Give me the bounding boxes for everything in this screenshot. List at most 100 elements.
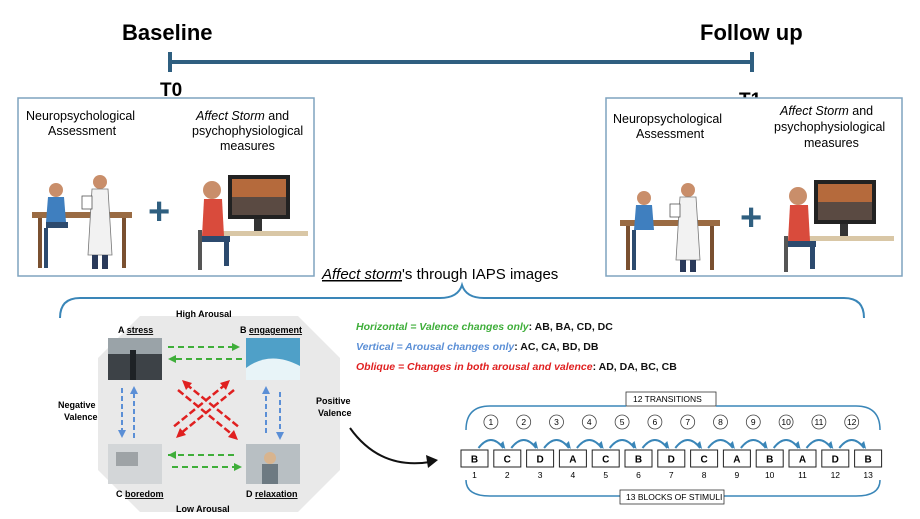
followup-label: Follow up bbox=[700, 20, 803, 45]
affect-label-line2: psychophysiological bbox=[774, 120, 885, 134]
transitions-label: 12 TRANSITIONS bbox=[633, 394, 702, 404]
t0-label: T0 bbox=[160, 80, 182, 101]
stimulus-block-letter: C bbox=[700, 455, 707, 466]
transition-number-circle bbox=[713, 414, 728, 430]
block-number: 11 bbox=[798, 470, 807, 480]
session-panel-t1: Neuropsychological Assessment Affect Sto… bbox=[605, 97, 903, 277]
transition-arc-head bbox=[663, 441, 670, 449]
positive-valence-label-line1: Positive bbox=[316, 396, 351, 406]
transition-arc-head bbox=[696, 441, 703, 449]
transition-number-circle bbox=[680, 414, 696, 430]
affect-storm-title: Affect storm's through IAPS images bbox=[321, 266, 558, 283]
transition-number-circle bbox=[614, 414, 630, 430]
transition-number: 7 bbox=[685, 417, 690, 427]
block-number: 13 bbox=[863, 470, 873, 480]
transition-arc bbox=[641, 439, 669, 449]
transition-number-circle bbox=[647, 414, 663, 430]
block-number: 7 bbox=[669, 470, 674, 480]
affect-storm-title-underlined: Affect storm bbox=[321, 266, 402, 283]
transition-arc-head bbox=[761, 441, 768, 449]
transition-number-circle bbox=[745, 414, 761, 430]
item-d-label: D relaxation bbox=[246, 489, 298, 499]
plus-sign: + bbox=[148, 191, 170, 233]
blocks-label-box bbox=[619, 489, 725, 505]
oblique-arrows bbox=[171, 380, 241, 440]
transition-arc bbox=[740, 439, 767, 449]
block-number: 1 bbox=[472, 470, 477, 480]
negative-valence-label-line1: Negative bbox=[58, 400, 96, 410]
transition-arc bbox=[576, 439, 603, 449]
block-number: 2 bbox=[505, 470, 510, 480]
transition-arc bbox=[674, 439, 701, 449]
stimulus-block-letter: B bbox=[766, 455, 773, 466]
plus-sign: + bbox=[740, 197, 762, 239]
curved-arrow-head bbox=[426, 455, 438, 468]
low-arousal-label: Low Arousal bbox=[176, 504, 230, 514]
computer-user-illustration bbox=[198, 175, 308, 270]
transition-number-circle bbox=[516, 414, 532, 430]
transition-number: 10 bbox=[781, 417, 791, 427]
stimulus-block-letter: B bbox=[635, 455, 642, 466]
transition-arc bbox=[772, 439, 800, 449]
neuro-label-line2: Assessment bbox=[636, 127, 705, 141]
stimuli-sequence: 12 TRANSITIONS 13 BLOCKS OF STIMULI B1C2… bbox=[460, 391, 883, 505]
affect-label-line1: Affect Storm and bbox=[779, 104, 873, 118]
affect-label-line1: Affect Storm and bbox=[195, 109, 289, 123]
transition-number: 12 bbox=[847, 417, 857, 427]
transition-number-circle bbox=[778, 414, 794, 430]
transition-number: 8 bbox=[718, 417, 723, 427]
stimulus-block bbox=[690, 449, 719, 468]
transition-arc bbox=[805, 439, 833, 449]
block-number: 5 bbox=[603, 470, 608, 480]
stimulus-block-letter: C bbox=[504, 455, 511, 466]
neuro-label-line1: Neuropsychological bbox=[26, 109, 135, 123]
horizontal-arrows bbox=[168, 343, 242, 471]
transition-arc bbox=[477, 439, 505, 449]
high-arousal-label: High Arousal bbox=[176, 309, 232, 319]
stimulus-block bbox=[460, 449, 489, 468]
blocks-brace bbox=[465, 479, 881, 497]
positive-valence-label-line2: Valence bbox=[318, 408, 352, 418]
stimulus-block bbox=[591, 449, 620, 468]
stimulus-block-letter: C bbox=[602, 455, 609, 466]
transition-legend: Horizontal = Valence changes only: AB, B… bbox=[356, 321, 677, 373]
transition-arc bbox=[608, 439, 636, 449]
stimulus-block bbox=[657, 449, 686, 468]
transition-number-circle bbox=[483, 414, 499, 430]
transitions-label-box bbox=[625, 391, 717, 407]
block-number: 6 bbox=[636, 470, 641, 480]
transition-arc-head bbox=[860, 441, 867, 449]
stimulus-block bbox=[526, 449, 555, 468]
affect-label-italic: Affect Storm bbox=[779, 104, 849, 118]
session-panel-t0: Neuropsychological Assessment Affect Sto… bbox=[17, 97, 315, 277]
transition-number: 9 bbox=[751, 417, 756, 427]
block-number: 10 bbox=[765, 470, 775, 480]
transition-number: 11 bbox=[814, 417, 823, 427]
affect-label-line3: measures bbox=[804, 136, 859, 150]
stimulus-block-letter: B bbox=[864, 455, 871, 466]
affect-label-line2: psychophysiological bbox=[192, 124, 303, 138]
block-number: 3 bbox=[538, 470, 543, 480]
transition-arc-head bbox=[532, 441, 539, 449]
legend-horizontal: Horizontal = Valence changes only: AB, B… bbox=[356, 321, 613, 333]
stimulus-block bbox=[821, 449, 850, 468]
stimulus-block-letter: D bbox=[832, 455, 839, 466]
transition-arc bbox=[838, 439, 865, 449]
item-a-label: A stress bbox=[118, 325, 153, 335]
stimulus-block-letter: D bbox=[536, 455, 543, 466]
blocks-label: 13 BLOCKS OF STIMULI bbox=[626, 492, 722, 502]
stimulus-block-letter: A bbox=[569, 455, 576, 466]
transition-number-circle bbox=[581, 414, 597, 430]
stimulus-block bbox=[624, 449, 653, 468]
block-number: 8 bbox=[702, 470, 707, 480]
transition-arc bbox=[707, 439, 734, 449]
affect-label-italic: Affect Storm bbox=[195, 109, 265, 123]
clinician-illustration bbox=[32, 175, 132, 269]
stimulus-block bbox=[854, 449, 883, 468]
affect-label-line3: measures bbox=[220, 139, 275, 153]
transition-arc-head bbox=[630, 441, 637, 449]
affect-label-rest: and bbox=[265, 109, 289, 123]
transition-number: 3 bbox=[554, 417, 559, 427]
transition-number: 1 bbox=[489, 417, 494, 427]
